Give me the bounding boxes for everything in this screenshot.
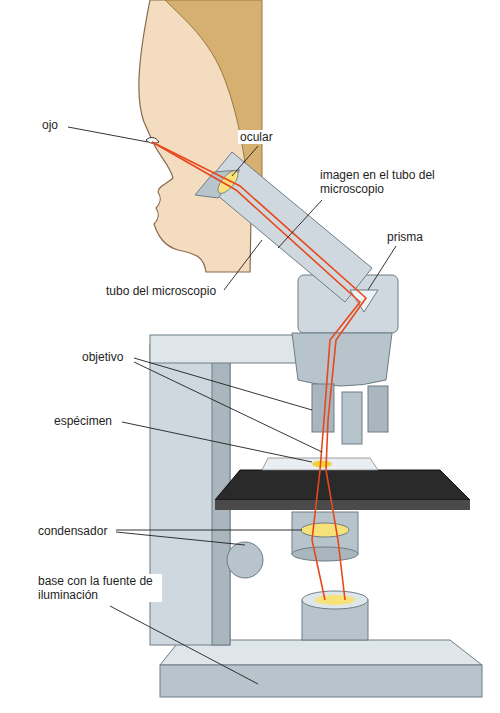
- stage-edge: [215, 500, 470, 510]
- objective: [342, 392, 362, 444]
- focus-knob: [227, 542, 263, 578]
- light-ray: [152, 142, 366, 600]
- condenser-bottom: [292, 547, 358, 561]
- part-label: objetivo: [80, 350, 125, 364]
- stage: [215, 470, 470, 500]
- leader-line: [134, 358, 312, 410]
- leader-line: [110, 606, 258, 684]
- part-label: imagen en el tubo del microscopio: [318, 168, 450, 196]
- leader-line: [368, 246, 396, 290]
- objective: [368, 386, 388, 432]
- leader-line: [224, 240, 262, 290]
- lamp-top: [302, 591, 368, 609]
- leader-line: [232, 146, 258, 176]
- part-label: ocular: [238, 130, 275, 144]
- nosepiece: [292, 333, 392, 386]
- part-label: tubo del microscopio: [104, 284, 218, 298]
- leader-line: [278, 200, 322, 248]
- lamp-light: [315, 595, 355, 605]
- pillar: [150, 345, 230, 645]
- specimen-spot: [312, 461, 332, 468]
- part-label: prisma: [385, 230, 425, 244]
- leader-line: [134, 362, 322, 452]
- light-ray: [152, 142, 360, 600]
- base-front: [160, 665, 482, 697]
- part-label: condensador: [36, 524, 109, 538]
- part-label: base con la fuente de iluminación: [36, 574, 162, 602]
- part-label: espécimen: [52, 414, 114, 428]
- leader-line: [122, 422, 312, 462]
- leader-line: [116, 530, 302, 531]
- leader-line: [116, 532, 245, 545]
- condenser-lens: [301, 523, 349, 537]
- leader-line: [68, 127, 148, 142]
- part-label: ojo: [40, 118, 60, 132]
